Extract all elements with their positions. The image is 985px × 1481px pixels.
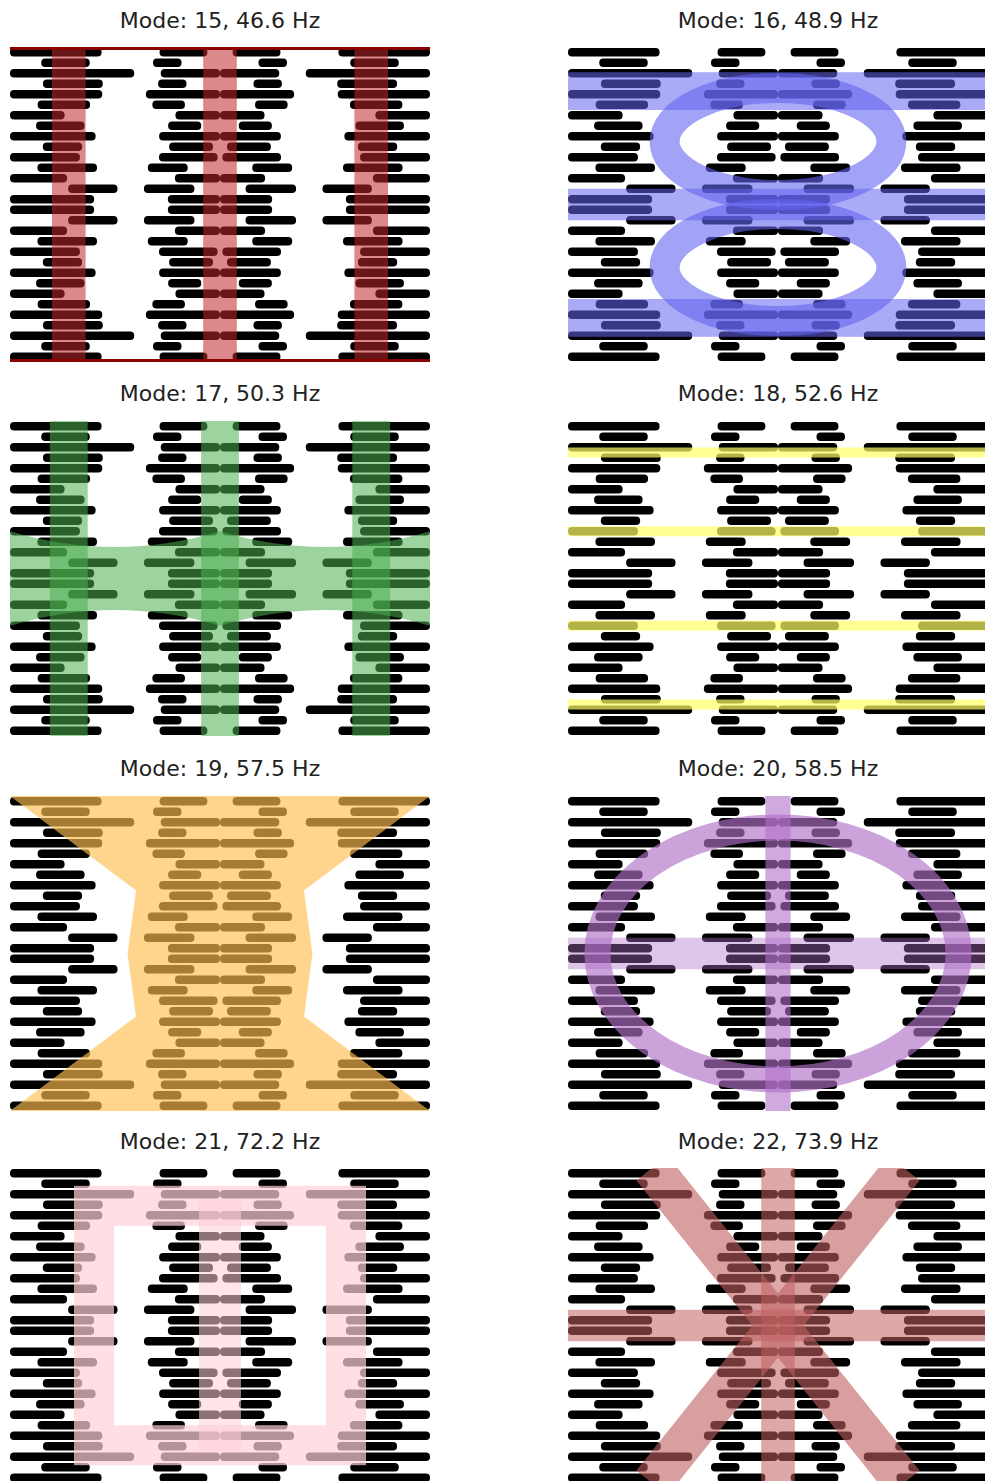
- mode-shape-plot: [10, 47, 430, 362]
- mode-shape-plot: [10, 1168, 430, 1481]
- panel-title: Mode: 15, 46.6 Hz: [120, 8, 320, 33]
- panel-title: Mode: 18, 52.6 Hz: [678, 381, 878, 406]
- mode-shape-plot: [568, 47, 985, 362]
- panel-title: Mode: 19, 57.5 Hz: [120, 756, 320, 781]
- mode-shape-plot: [568, 796, 985, 1111]
- mode-shape-plot: [10, 796, 430, 1111]
- panel-title: Mode: 16, 48.9 Hz: [678, 8, 878, 33]
- panel-title: Mode: 17, 50.3 Hz: [120, 381, 320, 406]
- mode-shape-plot: [568, 1168, 985, 1481]
- panel-title: Mode: 21, 72.2 Hz: [120, 1129, 320, 1154]
- panel-title: Mode: 20, 58.5 Hz: [678, 756, 878, 781]
- mode-shape-plot: [10, 421, 430, 736]
- panel-title: Mode: 22, 73.9 Hz: [678, 1129, 878, 1154]
- mode-shape-plot: [568, 421, 985, 736]
